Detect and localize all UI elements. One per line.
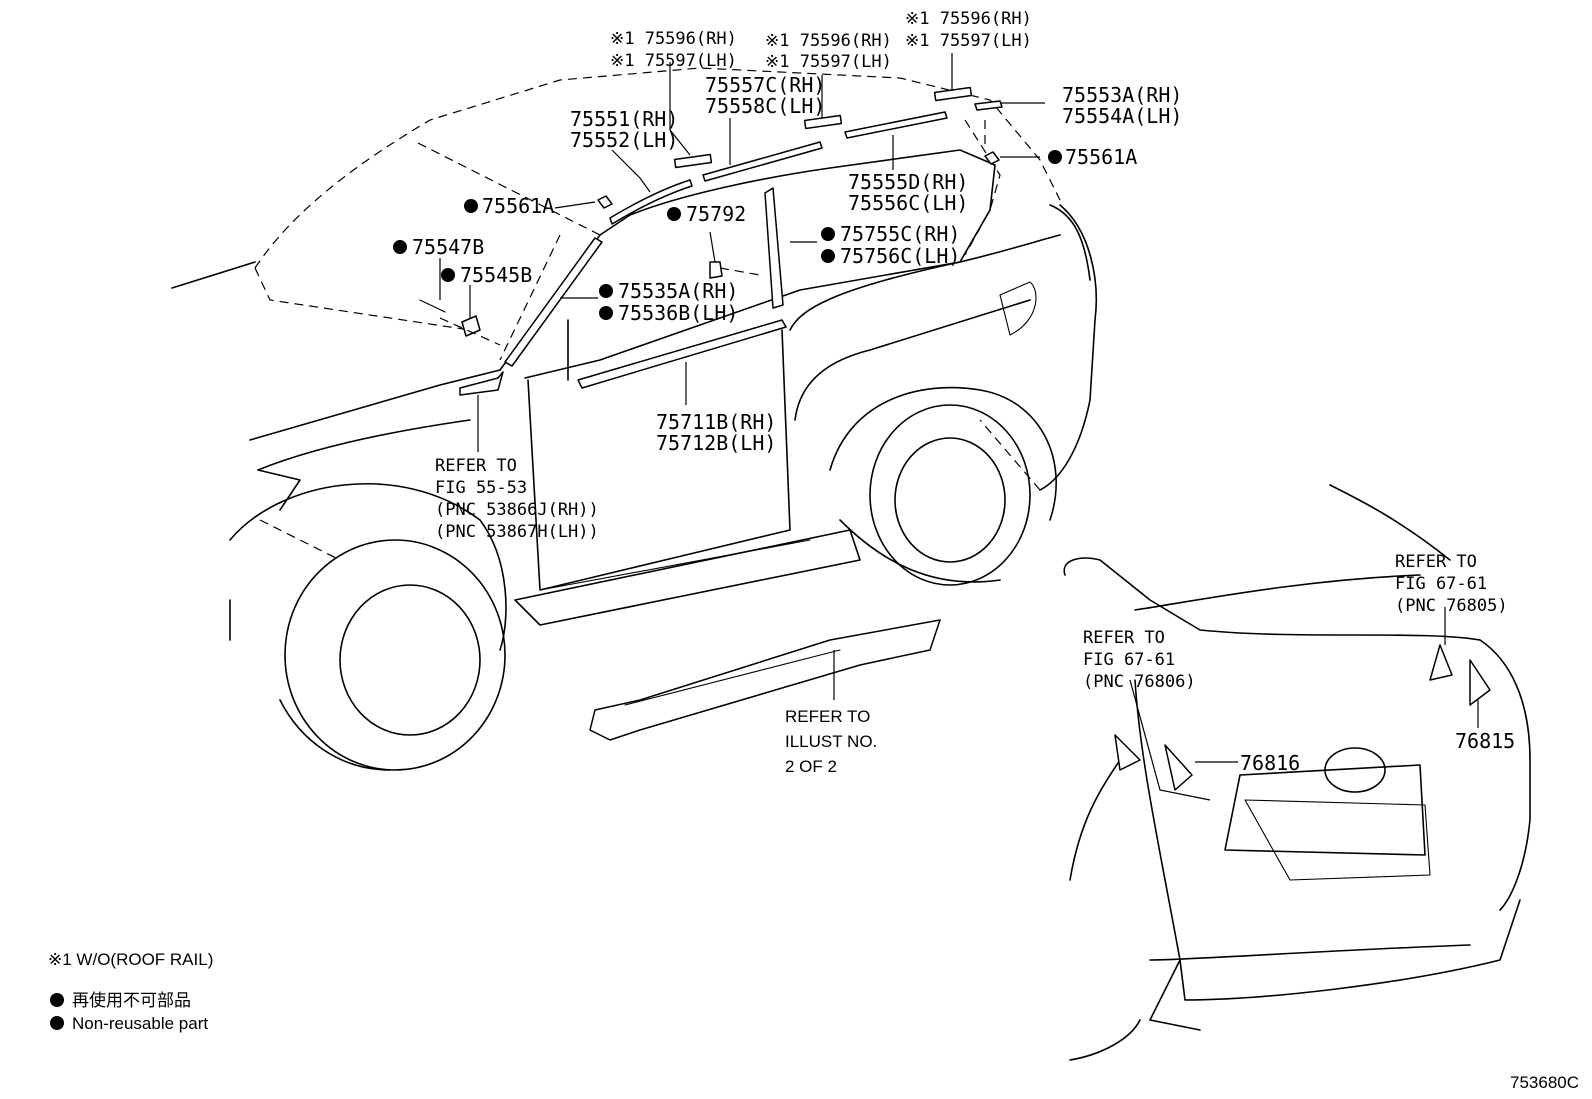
a-pillar-lower-cap	[459, 371, 504, 396]
tail-garnish-76815-upper	[1429, 644, 1453, 681]
part-labels: ※1 75596(RH) ※1 75597(LH) ※1 75596(RH) ※…	[393, 9, 1515, 775]
clip-75561a-right	[984, 151, 1000, 165]
label-75545b: 75545B	[460, 263, 532, 287]
diagram-code: 753680C	[1510, 1073, 1579, 1092]
ref-fig5553-line3: (PNC 53866J(RH))	[435, 500, 599, 520]
step-assembly	[589, 619, 941, 741]
b-pillar-garnish	[764, 187, 784, 309]
roof-clip-a	[673, 153, 713, 169]
ref-fig5553-line1: REFER TO	[435, 456, 517, 476]
ref-illust-line2: ILLUST NO.	[785, 732, 877, 751]
legend-english: Non-reusable part	[72, 1014, 208, 1033]
ref-fig6761-left-line1: REFER TO	[1083, 628, 1165, 648]
label-75558c: 75558C(LH)	[705, 94, 825, 118]
ref-fig5553-line4: (PNC 53867H(LH))	[435, 522, 599, 542]
ref-illust-line1: REFER TO	[785, 707, 870, 726]
label-75536b: 75536B(LH)	[618, 301, 738, 325]
tail-garnish-76815-lower	[1469, 659, 1491, 706]
label-75712b: 75712B(LH)	[656, 431, 776, 455]
non-reusable-dot	[667, 207, 681, 221]
label-75551: 75551(RH)	[570, 107, 678, 131]
label-75557c: 75557C(RH)	[705, 73, 825, 97]
roof-molding-end	[974, 100, 1003, 111]
non-reusable-dot	[1048, 150, 1062, 164]
label-75755c: 75755C(RH)	[840, 222, 960, 246]
clip-75561a-left	[597, 195, 613, 209]
rear-view-inset	[1063, 484, 1531, 1061]
roof-molding-rear	[844, 111, 948, 139]
vehicle-outline	[171, 67, 1098, 771]
label-75596-rh-b: ※1 75596(RH)	[765, 31, 892, 51]
roof-molding-front	[609, 179, 693, 225]
label-75756c: 75756C(LH)	[840, 244, 960, 268]
tail-garnish-76816-center	[1164, 744, 1193, 791]
ref-fig6761-right-line1: REFER TO	[1395, 552, 1477, 572]
ref-fig5553-line2: FIG 55-53	[435, 478, 527, 498]
label-75792: 75792	[686, 202, 746, 226]
non-reusable-dot	[393, 240, 407, 254]
label-75535a: 75535A(RH)	[618, 279, 738, 303]
label-75596-rh-c: ※1 75596(RH)	[905, 9, 1032, 29]
legend-japanese: 再使用不可部品	[72, 990, 191, 1010]
non-reusable-dot	[599, 284, 613, 298]
roof-clip-c	[933, 86, 973, 102]
leader-lines	[439, 53, 1045, 700]
non-reusable-dot	[441, 268, 455, 282]
belt-molding	[577, 319, 787, 389]
part-75545b	[461, 315, 481, 337]
label-75597-lh-a: ※1 75597(LH)	[610, 51, 737, 71]
label-75554a: 75554A(LH)	[1062, 104, 1182, 128]
label-75553a: 75553A(RH)	[1062, 83, 1182, 107]
roof-clip-b	[803, 114, 843, 130]
label-75561a-right: 75561A	[1065, 145, 1137, 169]
roof-molding-center	[702, 141, 823, 182]
legend-dot-icon	[50, 993, 64, 1007]
label-75552: 75552(LH)	[570, 128, 678, 152]
label-75547b: 75547B	[412, 235, 484, 259]
non-reusable-dot	[599, 306, 613, 320]
label-76816: 76816	[1240, 751, 1300, 775]
non-reusable-dot	[464, 199, 478, 213]
label-76815: 76815	[1455, 729, 1515, 753]
ref-fig6761-left-line2: FIG 67-61	[1083, 650, 1175, 670]
ref-illust-line3: 2 OF 2	[785, 757, 837, 776]
tail-garnish-76816-left	[1114, 734, 1141, 771]
reference-notes: REFER TO FIG 55-53 (PNC 53866J(RH)) (PNC…	[435, 456, 1508, 776]
clip-75792	[709, 261, 723, 279]
label-75556c: 75556C(LH)	[848, 191, 968, 215]
label-75561a-left: 75561A	[482, 194, 554, 218]
label-75597-lh-b: ※1 75597(LH)	[765, 52, 892, 72]
non-reusable-dot	[821, 227, 835, 241]
a-pillar-molding	[504, 237, 603, 367]
ref-fig6761-right-line3: (PNC 76805)	[1395, 596, 1508, 616]
non-reusable-dot	[821, 249, 835, 263]
label-75596-rh-a: ※1 75596(RH)	[610, 29, 737, 49]
legend-dot-icon	[50, 1016, 64, 1030]
label-75555d: 75555D(RH)	[848, 170, 968, 194]
legend-note-roof-rail: ※1 W/O(ROOF RAIL)	[48, 950, 213, 969]
legend: ※1 W/O(ROOF RAIL) 再使用不可部品 Non-reusable p…	[48, 950, 213, 1033]
ref-fig6761-right-line2: FIG 67-61	[1395, 574, 1487, 594]
ref-fig6761-left-line3: (PNC 76806)	[1083, 672, 1196, 692]
part-75547b	[419, 299, 446, 313]
label-75597-lh-c: ※1 75597(LH)	[905, 31, 1032, 51]
molding-parts	[419, 86, 1003, 741]
label-75711b: 75711B(RH)	[656, 410, 776, 434]
